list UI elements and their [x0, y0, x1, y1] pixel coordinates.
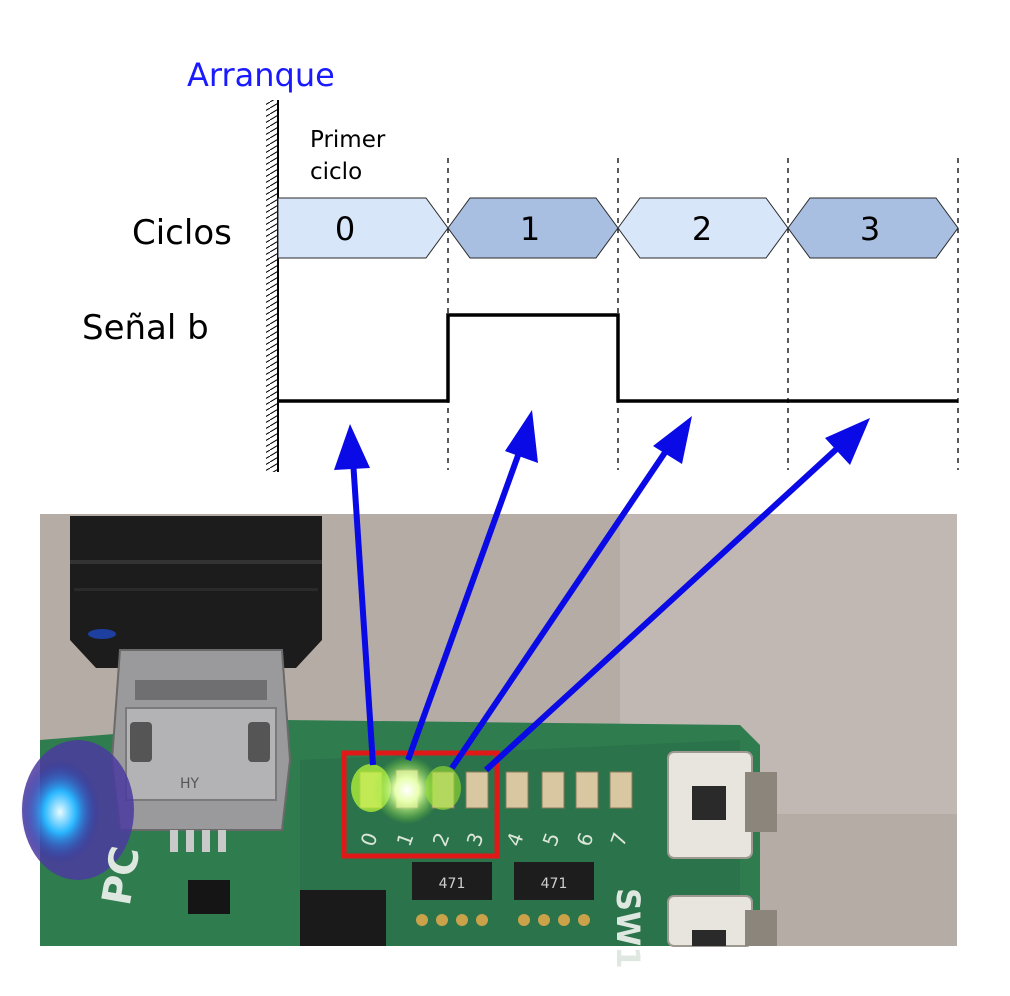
- arrow-led0-shaft: [350, 459, 376, 766]
- cycle-2-label: 2: [692, 210, 712, 248]
- silkscreen-pc: PC: [94, 843, 149, 909]
- row-label-senal-b: Señal b: [82, 308, 209, 348]
- arrow-led3-head: [825, 418, 870, 465]
- led-2-glow: [425, 766, 461, 810]
- board-photo: HY PC 0 1 2: [20, 514, 957, 969]
- silkscreen-sw1: SW1: [609, 888, 647, 969]
- cycle-0-label: 0: [335, 210, 355, 248]
- cycle-0-shape: [277, 197, 449, 259]
- connector-mark: HY: [180, 776, 200, 792]
- resistor-array-1: [412, 862, 492, 900]
- led-highlight-box: [341, 750, 500, 859]
- cycle-3-label: 3: [860, 210, 880, 248]
- signal-b-waveform: [278, 313, 958, 403]
- cycle-3-shape: [787, 197, 959, 259]
- resistor-array-1-label: 471: [439, 876, 466, 892]
- first-cycle-label-line2: ciclo: [310, 159, 362, 185]
- start-wall-hatching: [266, 100, 278, 472]
- resistor-array-2: [514, 862, 594, 900]
- arrow-led2-head: [653, 416, 692, 464]
- arrow-led2-shaft: [449, 446, 671, 770]
- cycle-1-label: 1: [520, 210, 540, 248]
- led-1-glow: [373, 756, 441, 824]
- title-arranque: Arranque: [187, 56, 335, 94]
- arrows: [334, 410, 870, 773]
- arrow-led1-head: [505, 410, 538, 463]
- first-cycle-label-line1: Primer: [310, 127, 386, 153]
- arrow-led0-head: [334, 424, 370, 470]
- arrow-led1-shaft: [405, 448, 523, 762]
- row-label-ciclos: Ciclos: [132, 213, 232, 253]
- arrow-led3-shaft: [483, 441, 845, 773]
- resistor-array-2-label: 471: [541, 876, 568, 892]
